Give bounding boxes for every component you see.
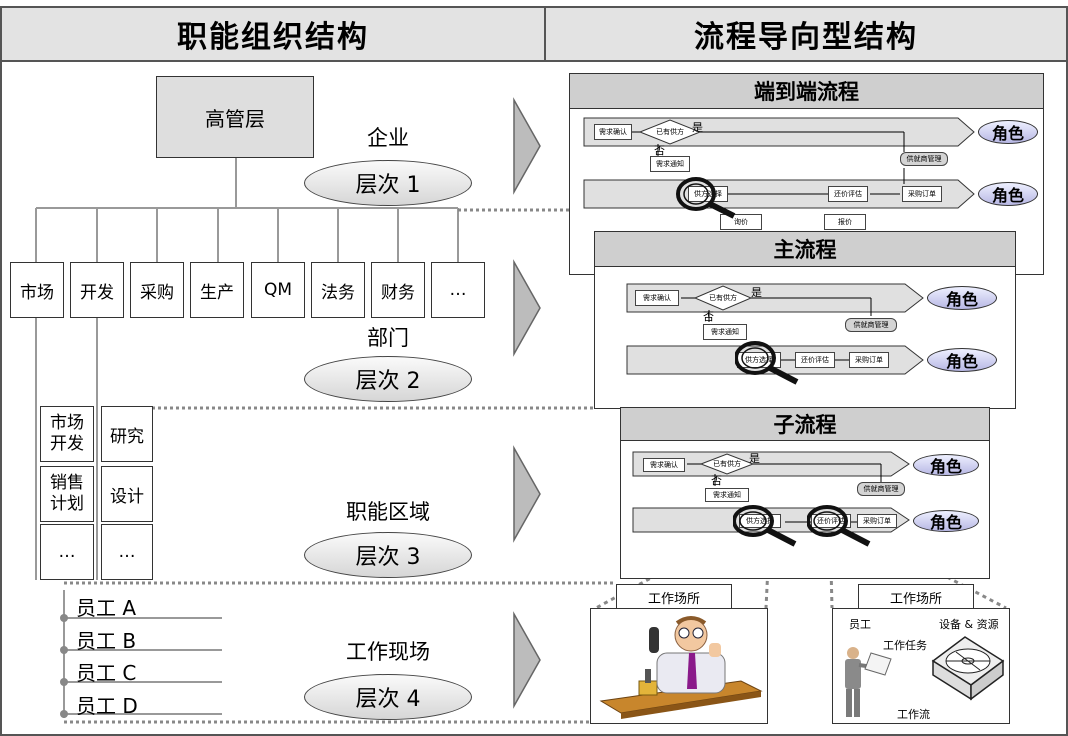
level-oval: 层次 1 (304, 160, 472, 206)
arrow-icon (514, 262, 540, 354)
role-oval: 角色 (913, 454, 979, 476)
process-panel-main: 主流程 需求确认 已有供方 是 否 需求通知 供就商管理 供方选择 还价评估 采… (594, 231, 1016, 409)
magnifier-icon (807, 505, 871, 547)
level-label: 企业 (367, 126, 409, 150)
swimlanes (632, 451, 910, 533)
area-box: 研究 (101, 406, 153, 462)
panel-title: 端到端流程 (570, 74, 1043, 109)
area-box: 市场 开发 (40, 406, 94, 462)
area-box: … (101, 524, 153, 580)
worker-at-desk-illustration (599, 616, 763, 719)
decision-node: 已有供方 (656, 128, 684, 136)
level-oval: 层次 4 (304, 674, 472, 720)
employee-label: 员工 A (76, 596, 137, 620)
branch-label: 否 (703, 310, 714, 323)
employee-label: 员工 D (76, 694, 138, 718)
flow-node: 还价评估 (828, 186, 868, 202)
right-header: 流程导向型结构 (544, 6, 1068, 62)
branch-label: 是 (751, 286, 762, 299)
level-label: 职能区域 (346, 500, 430, 524)
area-box: … (40, 524, 94, 580)
workplace-card: 员工 设备 & 资源 工作任务 工作流 (832, 608, 1010, 724)
equipment-disk-icon (931, 636, 1005, 701)
magnifier-icon (676, 177, 736, 219)
workplace-label: 工作场所 (858, 584, 974, 610)
arrow-icon (514, 100, 540, 192)
level-label: 工作现场 (346, 640, 430, 664)
department-box: QM (251, 262, 305, 318)
employee-figure-icon (845, 647, 892, 717)
area-box: 销售 计划 (40, 466, 94, 522)
level-label: 部门 (367, 326, 409, 350)
role-oval: 角色 (978, 182, 1038, 206)
department-box: 开发 (70, 262, 124, 318)
workflow-caption: 工作流 (897, 708, 930, 721)
flow-node: 采购订单 (902, 186, 942, 202)
role-oval: 角色 (978, 120, 1038, 144)
role-oval: 角色 (927, 348, 997, 372)
decision-node: 已有供方 (713, 460, 741, 468)
panel-title: 主流程 (595, 232, 1015, 267)
flow-node: 需求确认 (635, 290, 679, 306)
flow-node: 采购订单 (857, 514, 897, 528)
decision-node: 已有供方 (709, 294, 737, 302)
magnifier-icon (733, 505, 797, 547)
left-header: 职能组织结构 (0, 6, 546, 62)
department-box: 财务 (371, 262, 425, 318)
branch-label: 否 (654, 144, 665, 157)
flow-node: 还价评估 (795, 352, 835, 368)
frame (0, 60, 1068, 736)
arrow-icon (514, 448, 540, 540)
flow-node: 供就商管理 (857, 482, 905, 496)
equipment-caption: 设备 & 资源 (939, 618, 999, 631)
executive-box: 高管层 (156, 76, 314, 158)
workplace-label: 工作场所 (616, 584, 732, 610)
arrow-icon (514, 614, 540, 706)
area-box: 设计 (101, 466, 153, 522)
magnifier-icon (735, 341, 799, 385)
department-box: 采购 (130, 262, 184, 318)
flow-node: 报价 (824, 214, 866, 230)
department-box: 法务 (311, 262, 365, 318)
flow-node: 询价 (720, 214, 762, 230)
flow-node: 需求通知 (650, 156, 690, 172)
branch-label: 是 (692, 121, 703, 134)
flow-node: 还价评估 (811, 514, 851, 528)
employee-label: 员工 B (76, 629, 137, 653)
task-caption: 工作任务 (883, 639, 927, 652)
role-oval: 角色 (927, 286, 997, 310)
workplace-card (590, 608, 768, 724)
department-box: … (431, 262, 485, 318)
process-panel-sub: 子流程 需求确认 已有供方 是 否 需求通知 供就商管理 供方选择 还价评估 采… (620, 407, 990, 579)
flow-node: 需求确认 (643, 458, 685, 472)
flow-node: 需求确认 (594, 124, 632, 140)
level-oval: 层次 2 (304, 356, 472, 402)
employee-caption: 员工 (849, 618, 871, 631)
flow-node: 需求通知 (705, 488, 749, 502)
department-box: 生产 (190, 262, 244, 318)
flow-node: 采购订单 (849, 352, 889, 368)
flow-node: 供就商管理 (845, 318, 897, 332)
level-oval: 层次 3 (304, 532, 472, 578)
flow-node: 需求通知 (703, 324, 747, 340)
branch-label: 否 (711, 474, 722, 487)
flow-node: 供就商管理 (900, 152, 948, 166)
role-oval: 角色 (913, 510, 979, 532)
panel-title: 子流程 (621, 408, 989, 441)
department-box: 市场 (10, 262, 64, 318)
branch-label: 是 (749, 452, 760, 465)
employee-label: 员工 C (76, 661, 137, 685)
